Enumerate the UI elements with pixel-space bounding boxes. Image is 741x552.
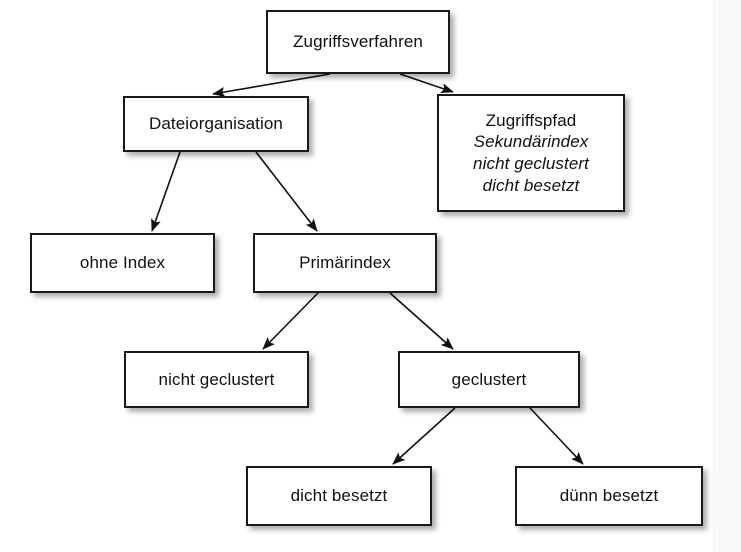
- edge-dateiorganisation-to-primaerindex: [255, 151, 318, 232]
- node-ohne-index[interactable]: ohne Index: [30, 233, 215, 293]
- node-geclustert[interactable]: geclustert: [398, 351, 580, 408]
- node-label-line: nicht geclustert: [473, 154, 589, 173]
- edge-primaerindex-to-nicht-geclustert: [262, 292, 319, 350]
- node-label-group: dünn besetzt: [517, 485, 701, 507]
- node-label-line: geclustert: [451, 369, 527, 389]
- node-label-group: Zugriffsverfahren: [268, 31, 448, 53]
- edge-geclustert-to-duenn-besetzt: [529, 407, 584, 465]
- node-label-group: nicht geclustert: [126, 369, 307, 391]
- node-label-line: Primärindex: [299, 253, 391, 273]
- node-label-line: Sekundärindex: [473, 132, 589, 152]
- edge-zugriffsverfahren-to-dateiorganisation: [212, 73, 331, 98]
- node-primaerindex[interactable]: Primärindex: [253, 233, 437, 293]
- node-label-group: geclustert: [400, 369, 578, 391]
- node-label-line: nicht geclustert: [158, 369, 275, 389]
- node-label-line: ohne Index: [79, 253, 166, 273]
- node-label-line: dünn besetzt: [559, 486, 659, 506]
- node-label-group: ohne Index: [32, 252, 213, 274]
- node-label-line: dicht besetzt: [482, 175, 580, 195]
- node-label-line: Dateiorganisation: [148, 114, 283, 134]
- node-label-line: dicht besetzt: [290, 486, 388, 506]
- node-zugriffsverfahren[interactable]: Zugriffsverfahren: [266, 10, 450, 74]
- node-dateiorganisation[interactable]: Dateiorganisation: [123, 96, 309, 152]
- node-duenn-besetzt[interactable]: dünn besetzt: [515, 466, 703, 526]
- node-label-group: Dateiorganisation: [125, 113, 307, 135]
- edge-geclustert-to-dicht-besetzt: [392, 407, 456, 465]
- node-label-line: Zugriffsverfahren: [293, 32, 423, 52]
- node-dicht-besetzt[interactable]: dicht besetzt: [246, 466, 432, 526]
- edge-dateiorganisation-to-ohne-index: [151, 151, 181, 232]
- node-label-group: Primärindex: [255, 252, 435, 274]
- node-label-group: dicht besetzt: [248, 485, 430, 507]
- node-label-line: Zugriffspfad: [485, 110, 577, 130]
- edge-zugriffsverfahren-to-zugriffspfad: [399, 73, 454, 94]
- page-right-strip: [713, 0, 741, 552]
- edge-primaerindex-to-geclustert: [389, 292, 454, 350]
- node-nicht-geclustert[interactable]: nicht geclustert: [124, 351, 309, 408]
